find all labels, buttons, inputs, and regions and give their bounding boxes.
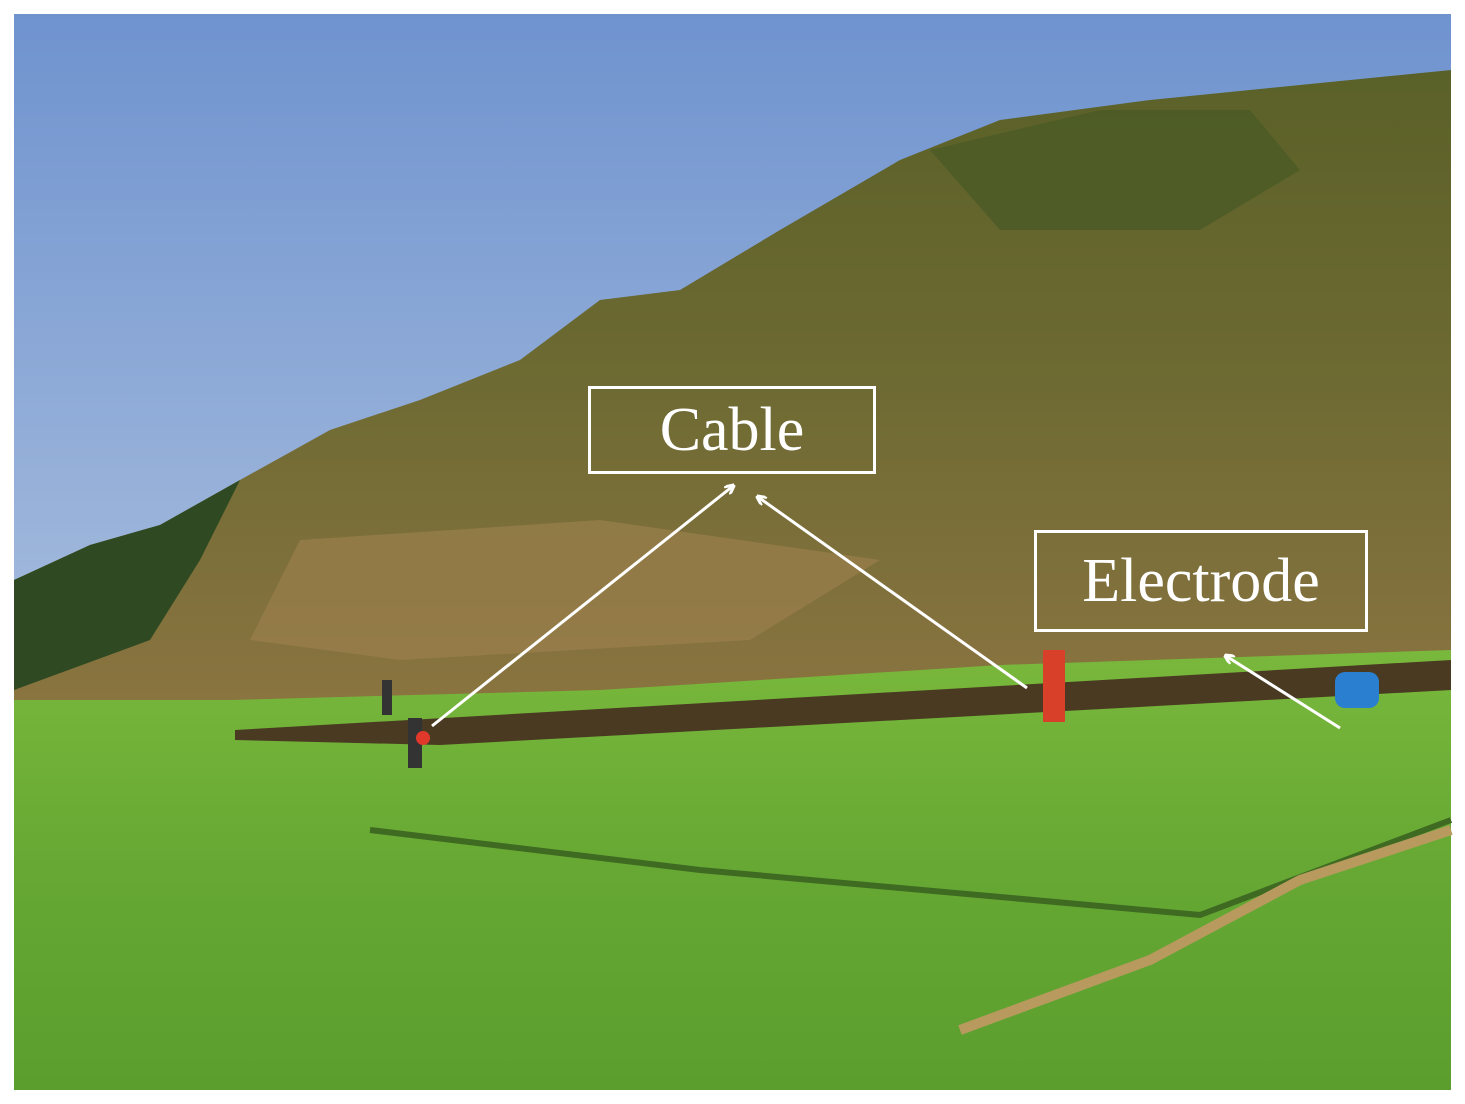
terraced-rows: [930, 110, 1300, 230]
electrode-arrow: [1226, 656, 1341, 730]
dirt-path: [958, 825, 1453, 1035]
cable-arrow-right: [758, 497, 1028, 690]
tree-line: [14, 480, 240, 690]
workers: [382, 650, 1379, 768]
cable-label: Cable: [588, 386, 876, 474]
dry-grass: [250, 520, 880, 660]
cable-arrow-left: [431, 486, 733, 728]
electrode-label: Electrode: [1034, 530, 1368, 632]
trench: [235, 660, 1451, 745]
